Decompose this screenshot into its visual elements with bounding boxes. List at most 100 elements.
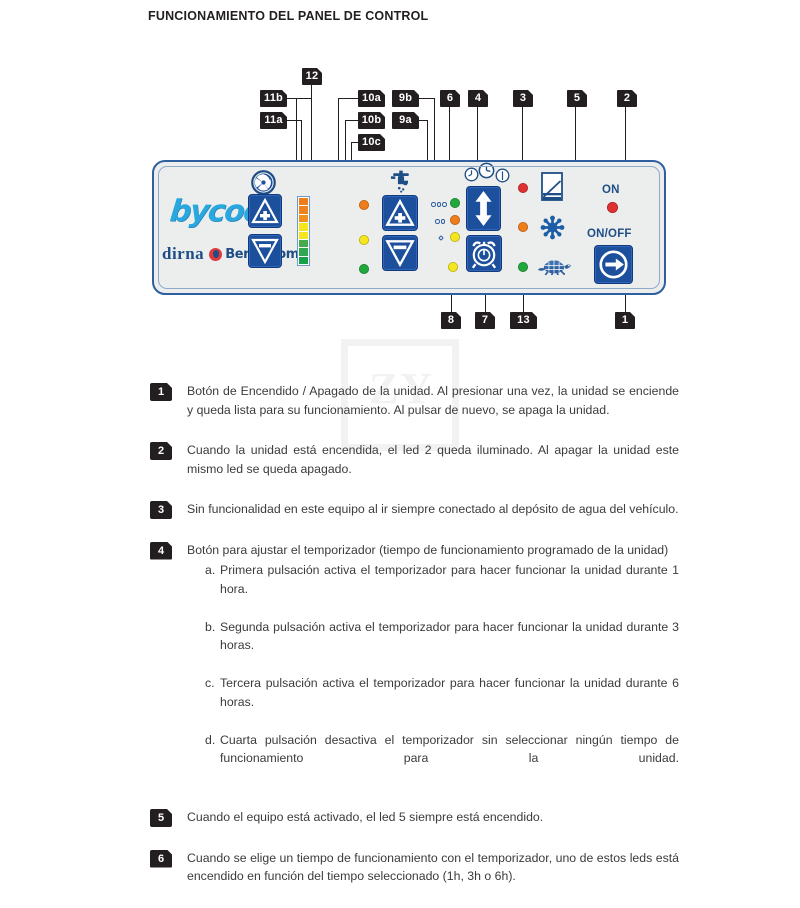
leader-10b-h [345, 120, 359, 122]
callout-tag-7[interactable]: 7 [475, 312, 495, 329]
legend-number-2: 2 [150, 442, 172, 460]
control-panel: bycool dirna Bergstrom [152, 160, 666, 295]
callout-tag-5[interactable]: 5 [567, 90, 587, 107]
on-label: ON [602, 184, 620, 196]
led-6-green [450, 198, 460, 208]
legend-subitem-text: Primera pulsación activa el temporizador… [220, 563, 679, 596]
legend-subitem-letter: c. [205, 676, 215, 690]
callout-tag-10b[interactable]: 10b [358, 112, 385, 129]
legend-number-4: 4 [150, 542, 172, 560]
leader-12 [311, 85, 313, 188]
callout-tag-9a[interactable]: 9a [392, 112, 419, 129]
fan-speed-led-bar [297, 196, 310, 266]
leader-10a-v [338, 98, 340, 203]
clock-1h-icon [464, 167, 479, 187]
page-title: FUNCIONAMIENTO DEL PANEL DE CONTROL [148, 9, 429, 23]
callout-tag-6[interactable]: 6 [440, 90, 460, 107]
legend-item-5: 5 Cuando el equipo está activado, el led… [0, 808, 800, 827]
leader-7 [484, 277, 486, 313]
leader-2 [625, 107, 627, 175]
legend-subitem-4c: c. Tercera pulsación activa el temporiza… [205, 674, 679, 730]
leader-9a-h [419, 120, 428, 122]
led-3-red [518, 183, 528, 193]
callout-tag-9b[interactable]: 9b [392, 90, 419, 107]
legend-number-1: 1 [150, 383, 172, 401]
alarm-timer-button[interactable] [466, 235, 502, 272]
fan-speed-up-button[interactable] [248, 194, 282, 228]
water-level-up-button[interactable] [382, 195, 418, 231]
leader-6 [449, 107, 451, 183]
leader-9b-h [419, 98, 435, 100]
led-8-yellow [448, 262, 458, 272]
led-bar-segment [299, 214, 308, 223]
water-level-down-button[interactable] [382, 235, 418, 271]
led-10a-orange [359, 200, 369, 210]
callout-tag-4[interactable]: 4 [468, 90, 488, 107]
leader-3 [521, 107, 523, 172]
callout-tag-12[interactable]: 12 [302, 68, 322, 85]
leader-11b-h [287, 98, 312, 100]
led-bar-segment [299, 239, 308, 248]
led-10b-yellow [359, 235, 369, 245]
legend-number-6: 6 [150, 850, 172, 868]
water-tank-icon [539, 171, 565, 208]
led-2-on-indicator [607, 202, 618, 213]
leader-11a-h [287, 120, 302, 122]
legend-item-3: 3 Sin funcionalidad en este equipo al ir… [0, 500, 800, 519]
led-6-orange [450, 215, 460, 225]
dirna-wordmark: dirna [162, 244, 205, 263]
legend-subitem-letter: a. [205, 563, 216, 577]
legend-item-6: 6 Cuando se elige un tiempo de funcionam… [0, 849, 800, 886]
callout-tag-1[interactable]: 1 [615, 312, 635, 329]
leader-10c-h [351, 142, 359, 144]
fan-icon [251, 170, 276, 200]
callout-tag-8[interactable]: 8 [441, 312, 461, 329]
legend-text-6: Cuando se elige un tiempo de funcionamie… [187, 850, 679, 884]
clock-6h-icon [495, 168, 510, 188]
callout-tag-11b[interactable]: 11b [260, 90, 287, 107]
legend-subitem-text: Cuarta pulsación desactiva el temporizad… [220, 732, 679, 766]
legend-text-2: Cuando la unidad está encendida, el led … [187, 443, 679, 476]
callout-tag-3[interactable]: 3 [513, 90, 533, 107]
control-panel-diagram: 11b 11a 12 10a 10b 10c 9b 9a 6 4 3 5 2 8… [0, 55, 800, 355]
callout-tag-10c[interactable]: 10c [358, 134, 385, 151]
leader-11b-v [296, 98, 298, 206]
onoff-label: ON/OFF [587, 228, 632, 240]
turtle-icon [535, 258, 573, 280]
legend-item-4: 4 Botón para ajustar el temporizador (ti… [0, 541, 800, 787]
leader-9b-v [434, 98, 436, 203]
legend-number-3: 3 [150, 501, 172, 519]
leader-13 [523, 277, 525, 313]
leader-1 [624, 280, 626, 313]
led-13-green [518, 262, 528, 272]
callout-tag-13[interactable]: 13 [510, 312, 537, 329]
legend-text-1: Botón de Encendido / Apagado de la unida… [187, 384, 679, 417]
legend-item-2: 2 Cuando la unidad está encendida, el le… [0, 441, 800, 478]
legend-text-4: Botón para ajustar el temporizador (tiem… [187, 542, 669, 557]
speed-level-high-icon [431, 202, 447, 207]
callout-tag-2[interactable]: 2 [617, 90, 637, 107]
led-bar-segment [299, 248, 308, 256]
led-bar-segment [299, 223, 308, 231]
timer-adjust-button[interactable] [466, 186, 501, 231]
legend-subitem-letter: d. [205, 732, 216, 747]
callout-tag-10a[interactable]: 10a [358, 90, 385, 107]
fan-speed-down-button[interactable] [248, 234, 282, 268]
legend-list: 1 Botón de Encendido / Apagado de la uni… [0, 382, 800, 908]
legend-text-5: Cuando el equipo está activado, el led 5… [187, 810, 544, 824]
leader-8 [450, 277, 452, 313]
legend-number-5: 5 [150, 809, 172, 827]
water-tap-icon [387, 168, 415, 201]
power-onoff-button[interactable] [594, 245, 633, 284]
legend-subitem-letter: b. [205, 619, 216, 634]
legend-text-3: Sin funcionalidad en este equipo al ir s… [187, 502, 679, 516]
legend-item-1: 1 Botón de Encendido / Apagado de la uni… [0, 382, 800, 419]
led-5-orange [518, 222, 528, 232]
led-bar-segment [299, 206, 308, 214]
speed-level-mid-icon [435, 219, 445, 224]
callout-tag-11a[interactable]: 11a [260, 112, 287, 129]
led-bar-segment [299, 231, 308, 239]
legend-subitem-4d: d. Cuarta pulsación desactiva el tempori… [205, 731, 679, 787]
snowflake-icon [539, 214, 566, 246]
leader-10a-h [338, 98, 359, 100]
